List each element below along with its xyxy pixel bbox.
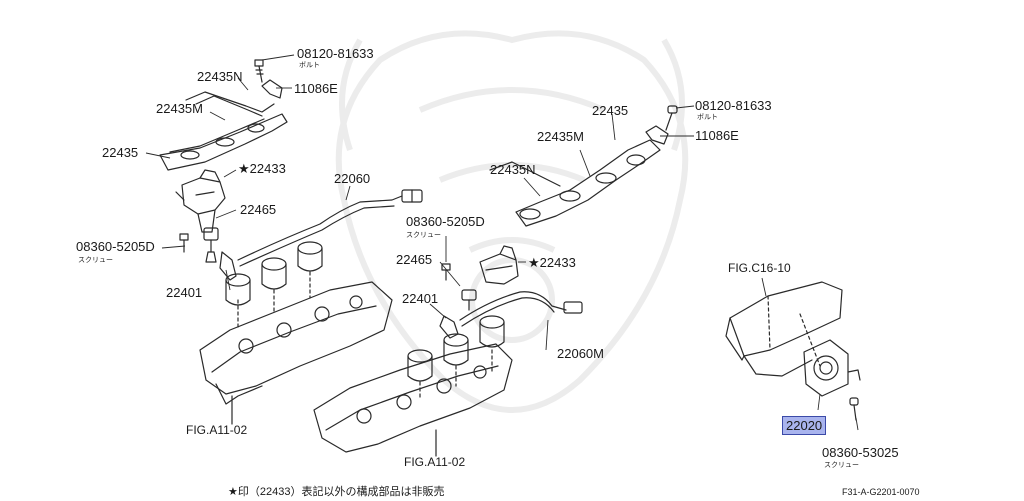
label-22435M-left[interactable]: 22435M bbox=[156, 101, 203, 116]
sublabel-bolt-left: ボルト bbox=[299, 61, 320, 69]
sublabel-bolt-right: ボルト bbox=[697, 113, 718, 121]
label-fig-a11-02-left[interactable]: FIG.A11-02 bbox=[186, 423, 248, 437]
sublabel-screw-53025: スクリュー bbox=[824, 461, 859, 469]
label-08360-5205D-left[interactable]: 08360-5205D bbox=[76, 239, 155, 254]
label-22060M[interactable]: 22060M bbox=[557, 346, 604, 361]
label-11086E-right[interactable]: 11086E bbox=[695, 128, 739, 143]
label-22020-highlighted[interactable]: 22020 bbox=[782, 416, 827, 435]
label-22435-right[interactable]: 22435 bbox=[592, 103, 629, 118]
label-22435N-right[interactable]: 22435N bbox=[490, 162, 536, 177]
label-11086E-left[interactable]: 11086E bbox=[294, 81, 338, 96]
footer-diagram-code: F31-A-G2201-0070 bbox=[842, 487, 920, 497]
label-08120-81633-right[interactable]: 08120-81633 bbox=[695, 98, 772, 113]
leader-lines bbox=[145, 54, 859, 431]
label-22465-left[interactable]: 22465 bbox=[240, 202, 277, 217]
label-22433-right[interactable]: ★22433 bbox=[528, 255, 576, 270]
label-22435M-right[interactable]: 22435M bbox=[537, 129, 584, 144]
left-iac-valve bbox=[175, 169, 226, 233]
sublabel-screw-left: スクリュー bbox=[78, 256, 113, 264]
label-22401-right[interactable]: 22401 bbox=[402, 291, 439, 306]
right-cylinder-head bbox=[313, 343, 513, 457]
label-22401-left[interactable]: 22401 bbox=[166, 285, 203, 300]
footer-note: ★印（22433）表記以外の構成部品は非販売 bbox=[228, 486, 445, 498]
right-ignition-coils bbox=[407, 315, 505, 401]
right-bracket bbox=[645, 125, 669, 145]
label-08360-5205D-right[interactable]: 08360-5205D bbox=[406, 214, 485, 229]
left-harness bbox=[237, 189, 423, 267]
screw-53025 bbox=[849, 397, 859, 421]
left-bracket bbox=[261, 79, 283, 99]
label-22435-left[interactable]: 22435 bbox=[102, 145, 139, 160]
left-bolt bbox=[254, 59, 264, 83]
left-ignition-coils bbox=[225, 241, 323, 331]
right-bolt bbox=[665, 105, 678, 131]
throttle-chamber bbox=[803, 339, 861, 397]
watermark-logo bbox=[335, 30, 689, 413]
label-08120-81633-left[interactable]: 08120-81633 bbox=[297, 46, 374, 61]
left-sensor bbox=[203, 227, 219, 263]
left-gasket-strip bbox=[159, 91, 288, 171]
label-fig-a11-02-right[interactable]: FIG.A11-02 bbox=[404, 455, 466, 469]
left-spark-plug bbox=[219, 251, 237, 281]
right-screw bbox=[441, 263, 451, 281]
label-22433-left[interactable]: ★22433 bbox=[238, 161, 286, 176]
label-22060[interactable]: 22060 bbox=[334, 171, 371, 186]
label-22465-right[interactable]: 22465 bbox=[396, 252, 433, 267]
right-spark-plug bbox=[439, 315, 459, 339]
label-22435N-left[interactable]: 22435N bbox=[197, 69, 243, 84]
intake-manifold bbox=[725, 281, 843, 377]
right-gasket-strip bbox=[489, 139, 661, 227]
left-cylinder-head bbox=[199, 281, 393, 425]
sublabel-screw-right: スクリュー bbox=[406, 231, 441, 239]
left-screw bbox=[179, 233, 189, 253]
label-fig-c16-10[interactable]: FIG.C16-10 bbox=[728, 261, 791, 275]
label-08360-53025[interactable]: 08360-53025 bbox=[822, 445, 899, 460]
right-iac-valve bbox=[479, 245, 519, 285]
right-harness bbox=[459, 291, 583, 327]
right-sensor bbox=[461, 289, 477, 311]
